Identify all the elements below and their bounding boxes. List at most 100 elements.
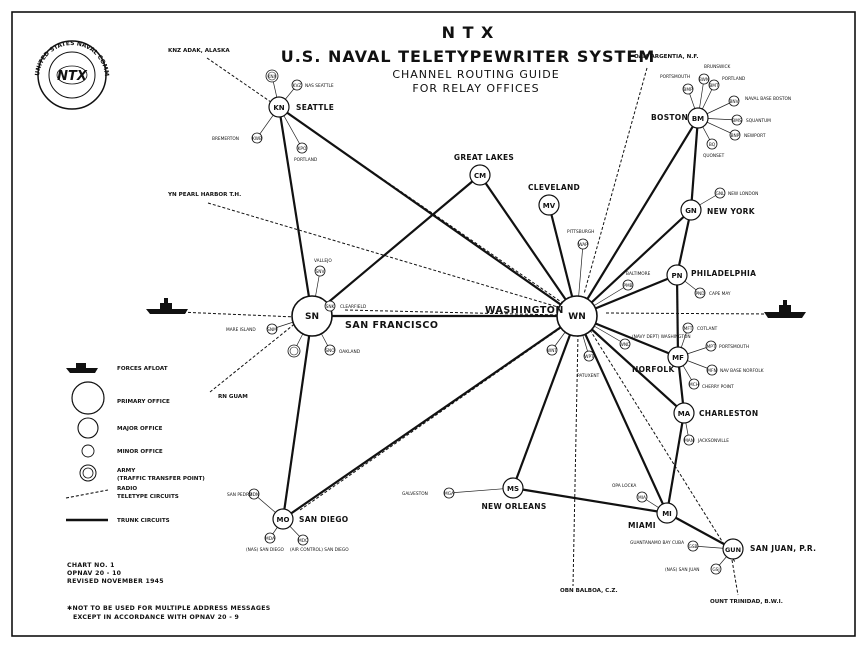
minor-code-wnd: WND [620, 342, 631, 348]
office-charleston: MA CHARLESTON [673, 402, 758, 424]
minor-code-bnp: BNP [731, 133, 740, 139]
radio-ship-east [605, 312, 771, 315]
svg-text:MINOR OFFICE: MINOR OFFICE [117, 449, 163, 455]
minor-label-quonset: QUONSET [703, 153, 725, 159]
office-name-washington: WASHINGTON [485, 305, 564, 316]
office-name-san-juan: SAN JUAN, P.R. [750, 544, 816, 553]
trunk-wn-mi [575, 315, 669, 514]
trunk-gn-pn [675, 209, 693, 276]
office-philadelphia: PN PHILADELPHIA [666, 264, 756, 286]
minor-code-kvz: KVZ [293, 83, 302, 89]
minor-label-portland-me: PORTLAND [722, 76, 746, 82]
office-name-san-diego: SAN DIEGO [299, 515, 348, 524]
title-line1: N T X [442, 23, 495, 42]
trunk-mi-gun [666, 512, 734, 550]
remote-labels: KNZ ADAK, ALASKA OAM ARGENTIA, N.F. YN P… [167, 48, 783, 605]
label-pearl-harbor: YN PEARL HARBOR T.H. [167, 192, 241, 198]
svg-text:(TRAFFIC TRANSFER POINT): (TRAFFIC TRANSFER POINT) [117, 476, 205, 482]
office-san-diego: MO SAN DIEGO [272, 508, 348, 530]
svg-text:CHART NO. 1: CHART NO. 1 [67, 562, 115, 569]
label-trinidad: OUNT TRINIDAD, B.W.I. [710, 599, 783, 605]
minor-label-vallejo: VALLEJO [314, 258, 332, 264]
minor-code-snv: SNV [316, 269, 325, 275]
office-name-new-york: NEW YORK [707, 207, 756, 216]
trunk-sn-mo [281, 315, 314, 520]
label-guam: RN GUAM [218, 394, 248, 400]
legend: FORCES AFLOAT PRIMARY OFFICE MAJOR OFFIC… [65, 363, 205, 524]
office-name-charleston: CHARLESTON [699, 409, 758, 418]
minor-label-portsmouth-nh: PORTSMOUTH [660, 74, 690, 80]
office-name-seattle: SEATTLE [296, 103, 334, 112]
minor-label-pittsburgh: PITTSBURGH [567, 229, 594, 235]
minor-code-mda: MDA [265, 536, 275, 542]
minor-label-patuxent: PATUXENT [577, 373, 600, 379]
trunk-wn-cm [479, 174, 578, 317]
title-line3: CHANNEL ROUTING GUIDE [392, 68, 559, 81]
office-san-juan: GUN SAN JUAN, P.R. [722, 538, 816, 560]
radio-sanfrancisco-washington [344, 309, 561, 316]
minor-code-bwn: BWN [699, 77, 709, 83]
minor-label-nav-base-norfolk: NAV BASE NORFOLK [720, 368, 764, 374]
office-new-york: GN NEW YORK [680, 199, 756, 221]
minor-offices: KNX KVZ NAS SEATTLE KWB BREMERTON KPO PO… [212, 64, 791, 575]
svg-text:MAJOR OFFICE: MAJOR OFFICE [117, 426, 163, 432]
office-name-philadelphia: PHILADELPHIA [691, 269, 756, 278]
minor-label-guantanamo: GUANTANAMO BAY CUBA [630, 540, 684, 546]
label-balboa: OBN BALBOA, C.Z. [560, 588, 618, 594]
label-argentia: OAM ARGENTIA, N.F. [634, 54, 699, 60]
minor-label-air-control: (AIR CONTROL) SAN DIEGO [290, 547, 349, 553]
svg-text:TELETYPE CIRCUITS: TELETYPE CIRCUITS [117, 494, 179, 500]
trunk-sn-cm [311, 174, 481, 317]
minor-code-gsj: GSJ [712, 567, 719, 573]
legend-major-office: MAJOR OFFICE [77, 417, 163, 439]
trunk-ma-mi [665, 412, 686, 514]
office-code-ms: MS [507, 485, 519, 493]
office-name-cleveland: CLEVELAND [528, 183, 580, 192]
office-name-new-orleans: NEW ORLEANS [481, 502, 546, 511]
office-code-ma: MA [678, 410, 691, 418]
trunk-wn-kn [278, 106, 578, 317]
legend-trunk: TRUNK CIRCUITS [66, 518, 170, 524]
minor-code-gnl: GNL [716, 191, 726, 197]
office-new-orleans: MS NEW ORLEANS [481, 477, 546, 511]
minor-label-baltimore: BALTIMORE [626, 271, 651, 277]
minor-code-pmb: PMB [623, 283, 632, 289]
trunk-wn-gn [576, 209, 692, 317]
minor-code-bnv: BNV [729, 99, 738, 105]
office-name-boston: BOSTON [651, 113, 688, 122]
minor-label-newport: NEWPORT [744, 133, 766, 139]
minor-code-mia: MIA [638, 495, 646, 501]
minor-code-wpt: WPT [584, 354, 594, 360]
minor-label-navy-dept: (NAVY DEPT) WASHINGTON [632, 334, 691, 340]
radio-argentia-washington [583, 67, 648, 295]
minor-code-snm: SNM [267, 327, 277, 333]
office-norfolk: MF NORFOLK [632, 346, 689, 374]
legend-radio: RADIO TELETYPE CIRCUITS [65, 486, 179, 500]
title-line4: FOR RELAY OFFICES [412, 82, 539, 95]
legend-army: ARMY (TRAFFIC TRANSFER POINT) [79, 464, 205, 482]
minor-label-bremerton: BREMERTON [212, 136, 239, 142]
office-code-gun: GUN [725, 546, 741, 554]
svg-text:TRUNK CIRCUITS: TRUNK CIRCUITS [117, 518, 170, 524]
minor-label-nas-san-diego: (NAS) SAN DIEGO [246, 547, 285, 553]
minor-code-sno: SNO [325, 348, 335, 354]
svg-text:REVISED NOVEMBER 1945: REVISED NOVEMBER 1945 [67, 578, 164, 585]
office-seattle: KN SEATTLE [268, 96, 334, 118]
footnote: ✱NOT TO BE USED FOR MULTIPLE ADDRESS MES… [67, 605, 270, 621]
minor-label-nas-seattle: NAS SEATTLE [305, 83, 334, 89]
svg-text:RADIO: RADIO [117, 486, 137, 492]
minor-label-mare-island: MARE ISLAND [226, 327, 256, 333]
minor-code-bmp: BMP [683, 87, 693, 93]
minor-label-cape-may: CAPE MAY [709, 291, 731, 297]
office-name-miami: MIAMI [628, 521, 656, 530]
office-miami: MI MIAMI [628, 502, 678, 530]
office-code-sn: SN [305, 312, 319, 322]
minor-code-bmt: BMT [709, 83, 719, 89]
minor-code-mft: MFT [684, 326, 693, 332]
trunk-wn-mo [282, 315, 578, 520]
seal-center: NTX [57, 69, 88, 84]
ship-icon-west [146, 298, 188, 314]
radio-guam-sanfrancisco [209, 321, 298, 393]
minor-code-mpt: MPT [707, 344, 716, 350]
minor-label-clearfield: CLEARFIELD [340, 304, 367, 310]
